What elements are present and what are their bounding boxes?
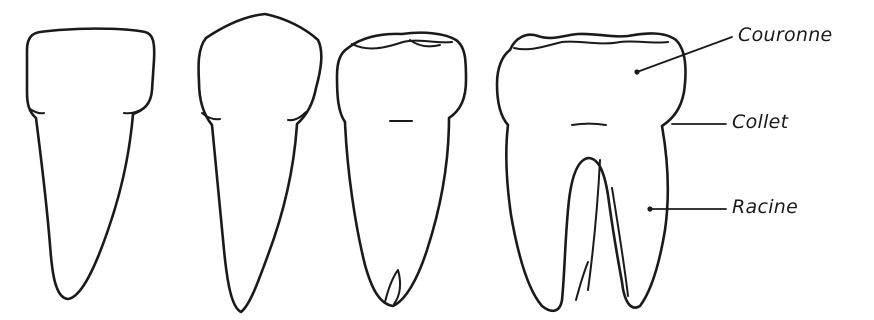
neck-label: Collet bbox=[732, 111, 788, 133]
crown-label: Couronne bbox=[738, 24, 833, 46]
root-label: Racine bbox=[732, 196, 798, 218]
root-pointer bbox=[647, 206, 726, 211]
canine-tooth bbox=[199, 14, 322, 312]
premolar-tooth bbox=[337, 33, 466, 306]
incisor-tooth bbox=[27, 29, 154, 299]
molar-tooth bbox=[497, 33, 685, 310]
